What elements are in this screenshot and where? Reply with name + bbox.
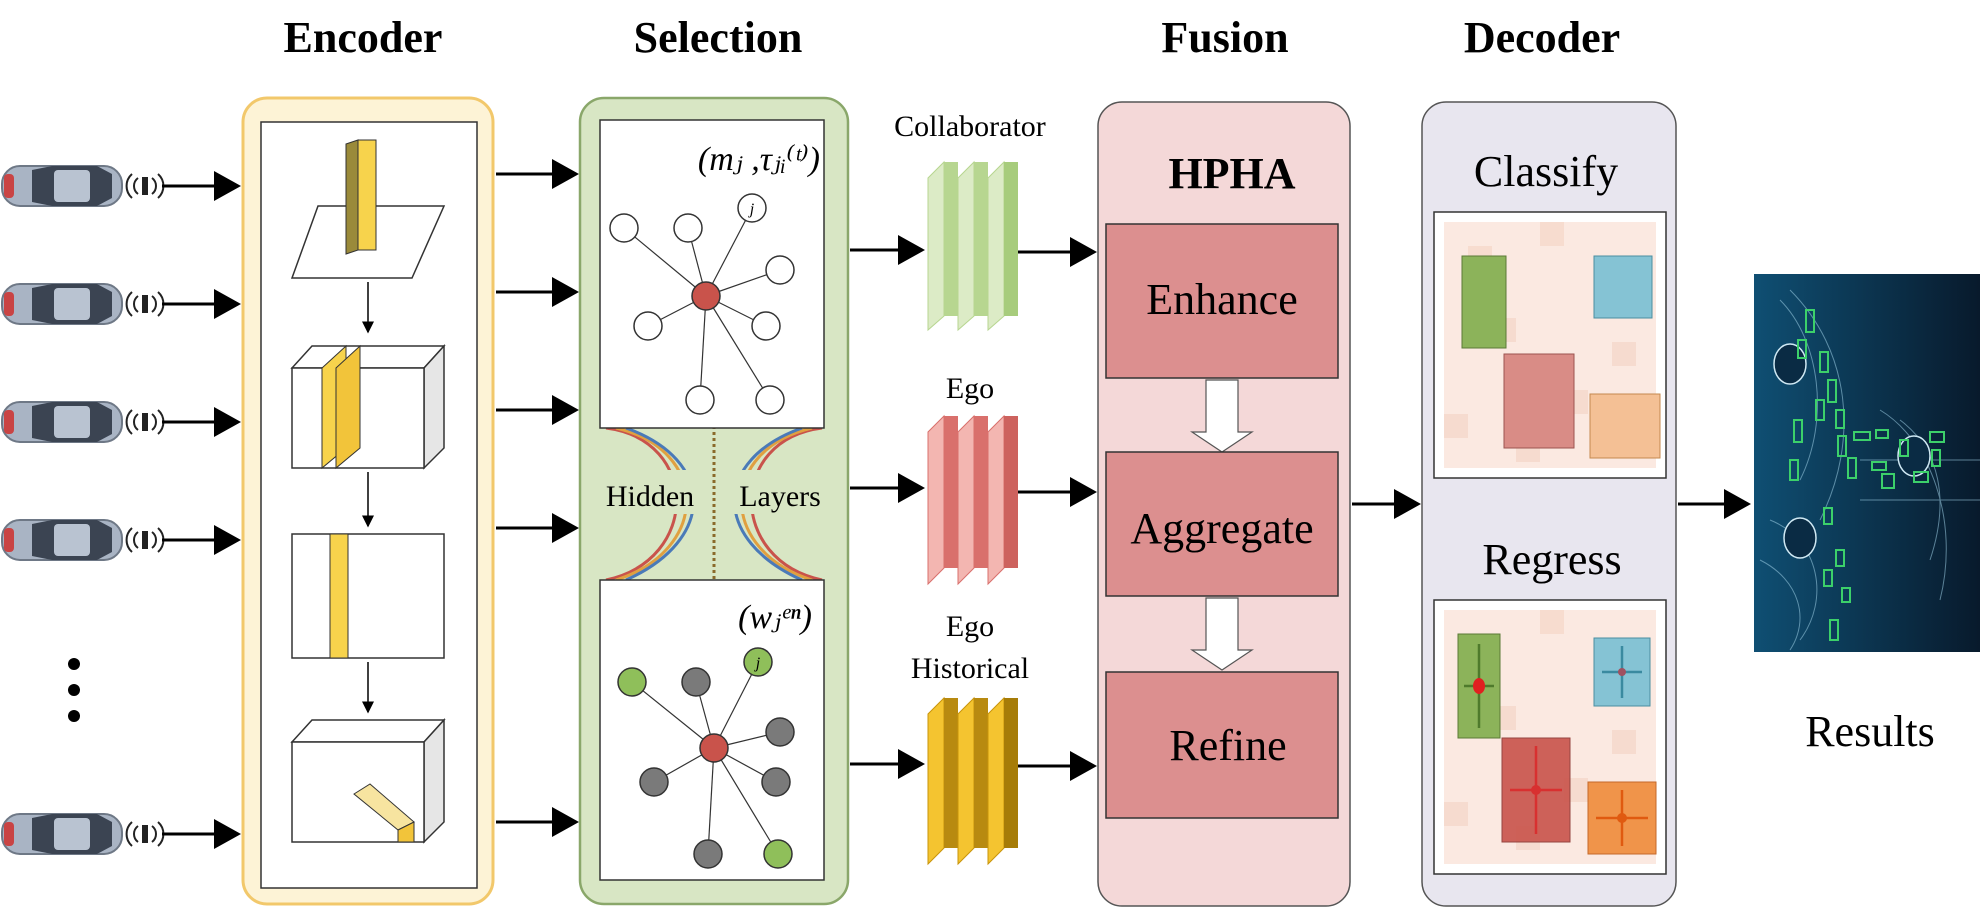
- refine-block: [1105, 671, 1339, 819]
- collaborator-features: [927, 160, 1018, 332]
- selection-header: Selection: [634, 13, 803, 62]
- comm-graph-nodes: [609, 193, 795, 415]
- ellipsis-dot: [68, 710, 80, 722]
- down-arrow-1: [1190, 379, 1254, 453]
- vehicle-1: [1, 165, 165, 207]
- hpha-title: HPHA: [1168, 149, 1295, 198]
- encoder-to-selection-arrows: [496, 159, 579, 837]
- regress-label: Regress: [1482, 535, 1621, 584]
- node-j-label: j: [748, 201, 755, 218]
- comm-formula: (mⱼ ,τⱼᵢ⁽ᵗ⁾): [698, 141, 820, 178]
- layers-label: Layers: [739, 480, 821, 513]
- vehicle-3: [1, 401, 165, 443]
- ego-historical-features: [927, 696, 1018, 866]
- classify-label: Classify: [1474, 147, 1618, 196]
- results-pointcloud: [1754, 274, 1980, 652]
- encoder-cube: [290, 344, 446, 470]
- node-j-label-2: j: [754, 655, 761, 672]
- down-arrow-2: [1190, 597, 1254, 671]
- hidden-label: Hidden: [606, 480, 694, 513]
- input-arrows: [162, 171, 241, 849]
- vehicle-group: [1, 165, 165, 855]
- fusion-panel: HPHA Enhance Aggregate Refine: [1097, 101, 1351, 907]
- classify-map: [1433, 211, 1667, 479]
- ellipsis-dot: [68, 684, 80, 696]
- enhance-label: Enhance: [1146, 275, 1297, 324]
- refine-label: Refine: [1169, 721, 1286, 770]
- selection-to-feature-arrows: [850, 235, 925, 779]
- ellipsis-dot: [68, 658, 80, 670]
- vehicle-4: [1, 519, 165, 561]
- aggregate-label: Aggregate: [1130, 504, 1313, 553]
- selection-panel: Hidden Layers (mⱼ ,τⱼᵢ⁽ᵗ⁾) j: [578, 96, 850, 906]
- encoder-flat: [291, 533, 445, 659]
- encoder-header: Encoder: [284, 13, 443, 62]
- aggregate-block: [1105, 451, 1339, 597]
- ego-label: Ego: [946, 372, 994, 405]
- enhance-block: [1105, 223, 1339, 379]
- ego-node-red-2: [699, 733, 729, 763]
- weight-graph-nodes: [617, 647, 795, 869]
- encoder-pillar: [290, 139, 446, 279]
- feature-to-fusion-arrows: [1018, 237, 1097, 781]
- decoder-header: Decoder: [1464, 13, 1620, 62]
- decoder-panel: Classify Regress: [1421, 101, 1677, 907]
- results-label: Results: [1805, 707, 1935, 756]
- encoder-box: [290, 718, 446, 844]
- regress-map: [1433, 599, 1667, 875]
- weight-formula: (wⱼᵉⁿ): [738, 599, 812, 636]
- vehicle-5: [1, 813, 165, 855]
- vehicle-2: [1, 283, 165, 325]
- fusion-header: Fusion: [1161, 13, 1288, 62]
- ego-node-red: [691, 281, 721, 311]
- ego-historical-label-2: Historical: [911, 652, 1029, 685]
- ego-historical-label-1: Ego: [946, 610, 994, 643]
- collaborator-label: Collaborator: [894, 110, 1046, 143]
- ego-features: [927, 414, 1018, 586]
- encoder-panel: [241, 96, 495, 906]
